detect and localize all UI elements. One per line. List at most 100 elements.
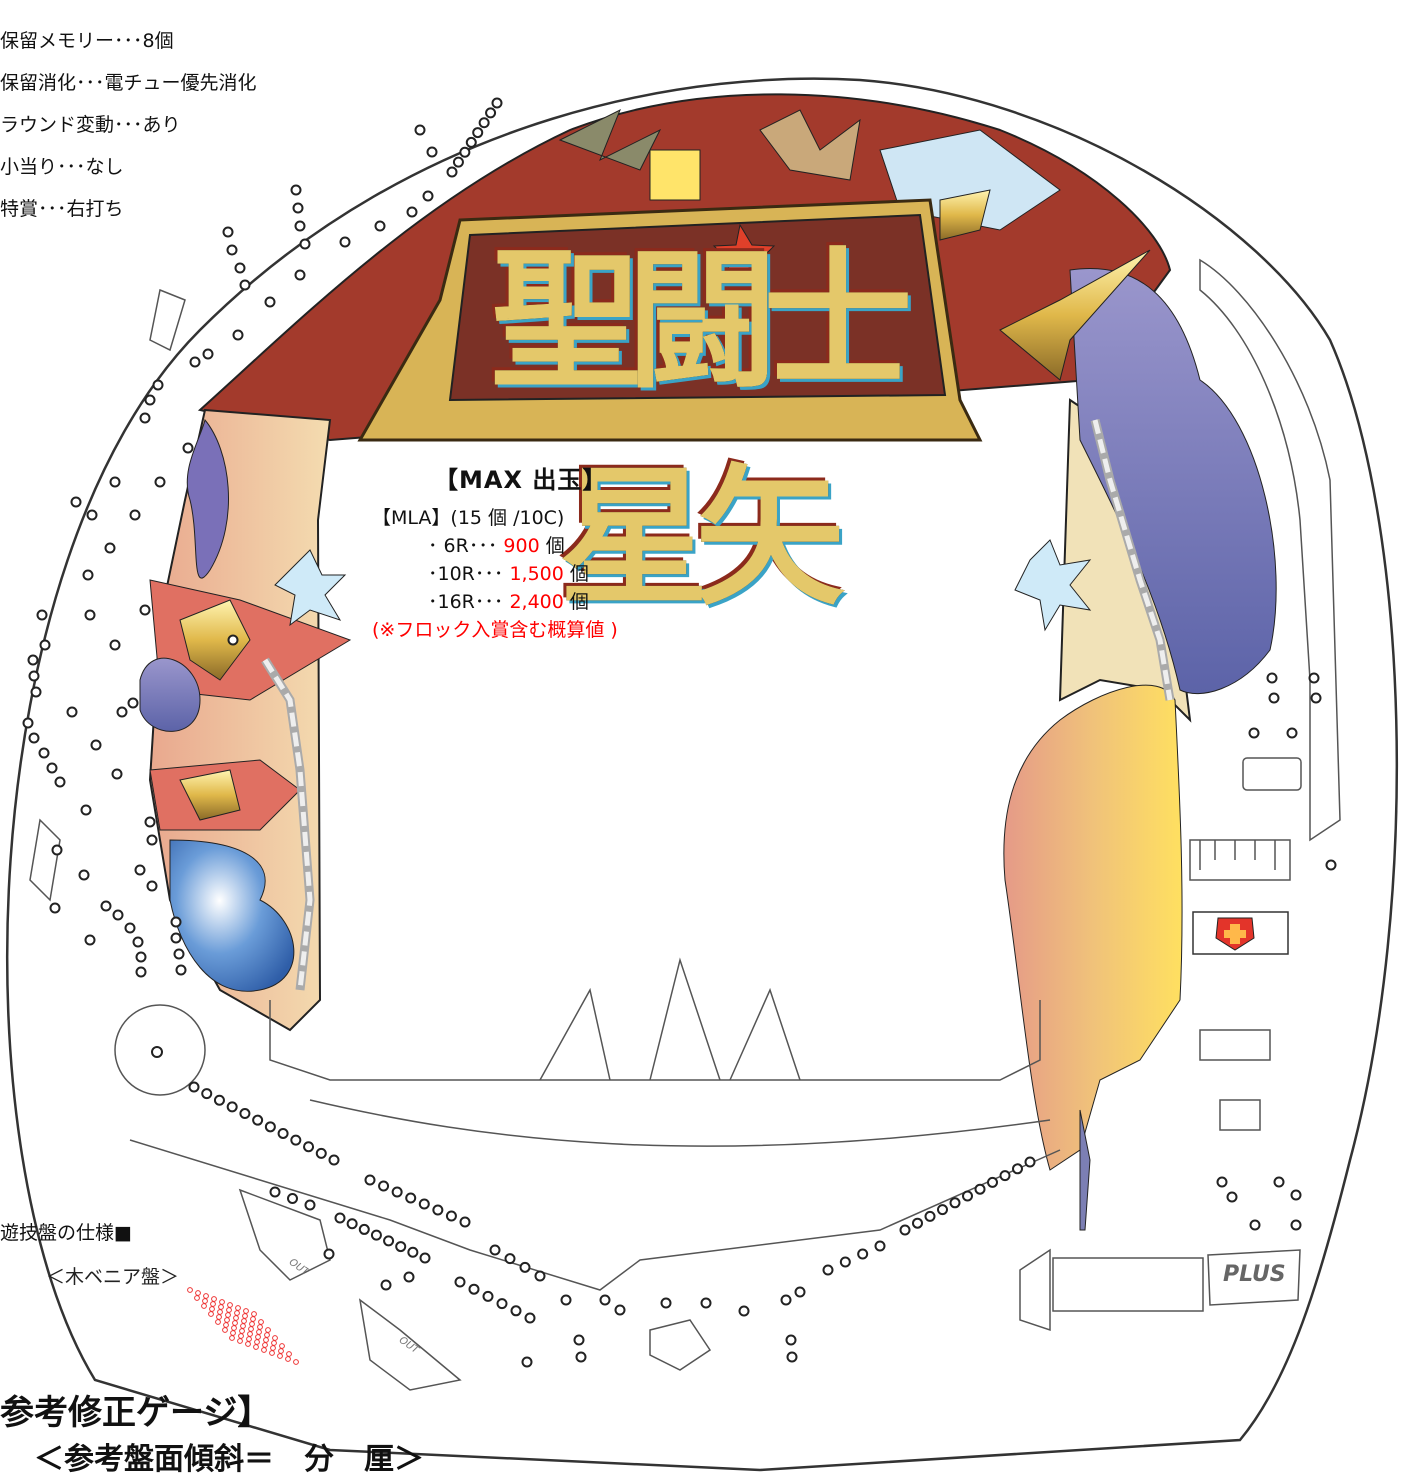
mla-label: 【MLA】(15 個 /10C) (372, 507, 565, 529)
veneer-pin (285, 1356, 291, 1362)
pin (294, 220, 306, 232)
veneer-pin (257, 1324, 263, 1330)
veneer-pin (195, 1290, 201, 1296)
pin (334, 1212, 346, 1224)
windmill (114, 1004, 206, 1096)
pin (1325, 859, 1337, 871)
pin (84, 609, 96, 621)
pin (738, 1305, 750, 1317)
pin (534, 1270, 546, 1282)
pin (839, 1256, 851, 1268)
pin (700, 1297, 712, 1309)
max-payout-title: 【MAX 出玉】 (434, 466, 608, 494)
veneer-pin (209, 1306, 215, 1312)
veneer-pin (277, 1353, 283, 1359)
veneer-pin (264, 1332, 270, 1338)
pin (391, 1186, 403, 1198)
pin (188, 1081, 200, 1093)
pin (252, 1114, 264, 1126)
veneer-pin (210, 1301, 216, 1307)
pin (504, 1253, 516, 1265)
veneer-pin (229, 1335, 235, 1341)
pin (202, 348, 214, 360)
pin (28, 670, 40, 682)
max-payout-panel: 【MAX 出玉】 【MLA】(15 個 /10C) ･ 6R･･･ 900 個 … (372, 466, 618, 644)
pin (468, 1283, 480, 1295)
veneer-pin (230, 1330, 236, 1336)
round-label: ･ 6R･･･ (428, 535, 498, 557)
spec-item: 特賞･･･右打ち (0, 198, 124, 220)
pin (134, 864, 146, 876)
pin (780, 1294, 792, 1306)
spec-item: 保留メモリー･･･8個 (0, 30, 174, 52)
plus-label: PLUS (1223, 1262, 1286, 1287)
veneer-pin (256, 1329, 262, 1335)
pin (599, 1294, 611, 1306)
board-spec-title: 遊技盤の仕様■ (0, 1222, 132, 1244)
pin (112, 909, 124, 921)
pin (422, 190, 434, 202)
veneer-pin (187, 1287, 193, 1293)
pin (974, 1183, 986, 1195)
pin (201, 1088, 213, 1100)
pin (899, 1224, 911, 1236)
pin (489, 1244, 501, 1256)
pin (459, 1216, 471, 1228)
pin (227, 634, 239, 646)
spec-item: 保留消化･･･電チュー優先消化 (0, 72, 257, 94)
veneer-pin (270, 1345, 276, 1351)
pin (135, 966, 147, 978)
pin (323, 1248, 335, 1260)
pin (1290, 1189, 1302, 1201)
gauge-title: 参考修正ゲージ】 (0, 1393, 272, 1433)
pin (380, 1279, 392, 1291)
veneer-pin (215, 1319, 221, 1325)
veneer-pin (227, 1302, 233, 1308)
gauge-slope: ＜参考盤面傾斜＝ 分 厘＞ (34, 1442, 424, 1477)
pin (232, 329, 244, 341)
pin (132, 936, 144, 948)
pin (614, 1304, 626, 1316)
veneer-pin (265, 1327, 271, 1333)
pin (290, 184, 302, 196)
veneer-pin (269, 1350, 275, 1356)
pin (30, 686, 42, 698)
veneer-pin (224, 1317, 230, 1323)
veneer-pin (243, 1308, 249, 1314)
pin (86, 509, 98, 521)
payout-note: (※フロック入賞含む概算値 ) (372, 619, 618, 641)
pin (418, 1198, 430, 1210)
pin (406, 206, 418, 218)
pin (80, 804, 92, 816)
payout-unit: 個 (569, 591, 589, 613)
pin (949, 1197, 961, 1209)
veneer-pin (231, 1325, 237, 1331)
pin (374, 220, 386, 232)
pin (364, 1174, 376, 1186)
pin (27, 654, 39, 666)
pin (234, 262, 246, 274)
pin (294, 269, 306, 281)
veneer-pin (203, 1293, 209, 1299)
veneer-pin (293, 1359, 299, 1365)
pin (109, 639, 121, 651)
veneer-pin (237, 1338, 243, 1344)
pin (111, 768, 123, 780)
payout-row: ･16R･･･ 2,400 個 (372, 588, 618, 616)
pin (560, 1294, 572, 1306)
veneer-pin (217, 1309, 223, 1315)
pin (139, 604, 151, 616)
veneer-pin (233, 1315, 239, 1321)
pin (78, 869, 90, 881)
pin (378, 1180, 390, 1192)
veneer-pin (202, 1298, 208, 1304)
veneer-pin (223, 1322, 229, 1328)
pin (478, 117, 490, 129)
pin (482, 1290, 494, 1302)
veneer-pin (249, 1321, 255, 1327)
veneer-pin (238, 1333, 244, 1339)
veneer-pin (246, 1336, 252, 1342)
pin (144, 816, 156, 828)
pin (146, 880, 158, 892)
pin (139, 412, 151, 424)
